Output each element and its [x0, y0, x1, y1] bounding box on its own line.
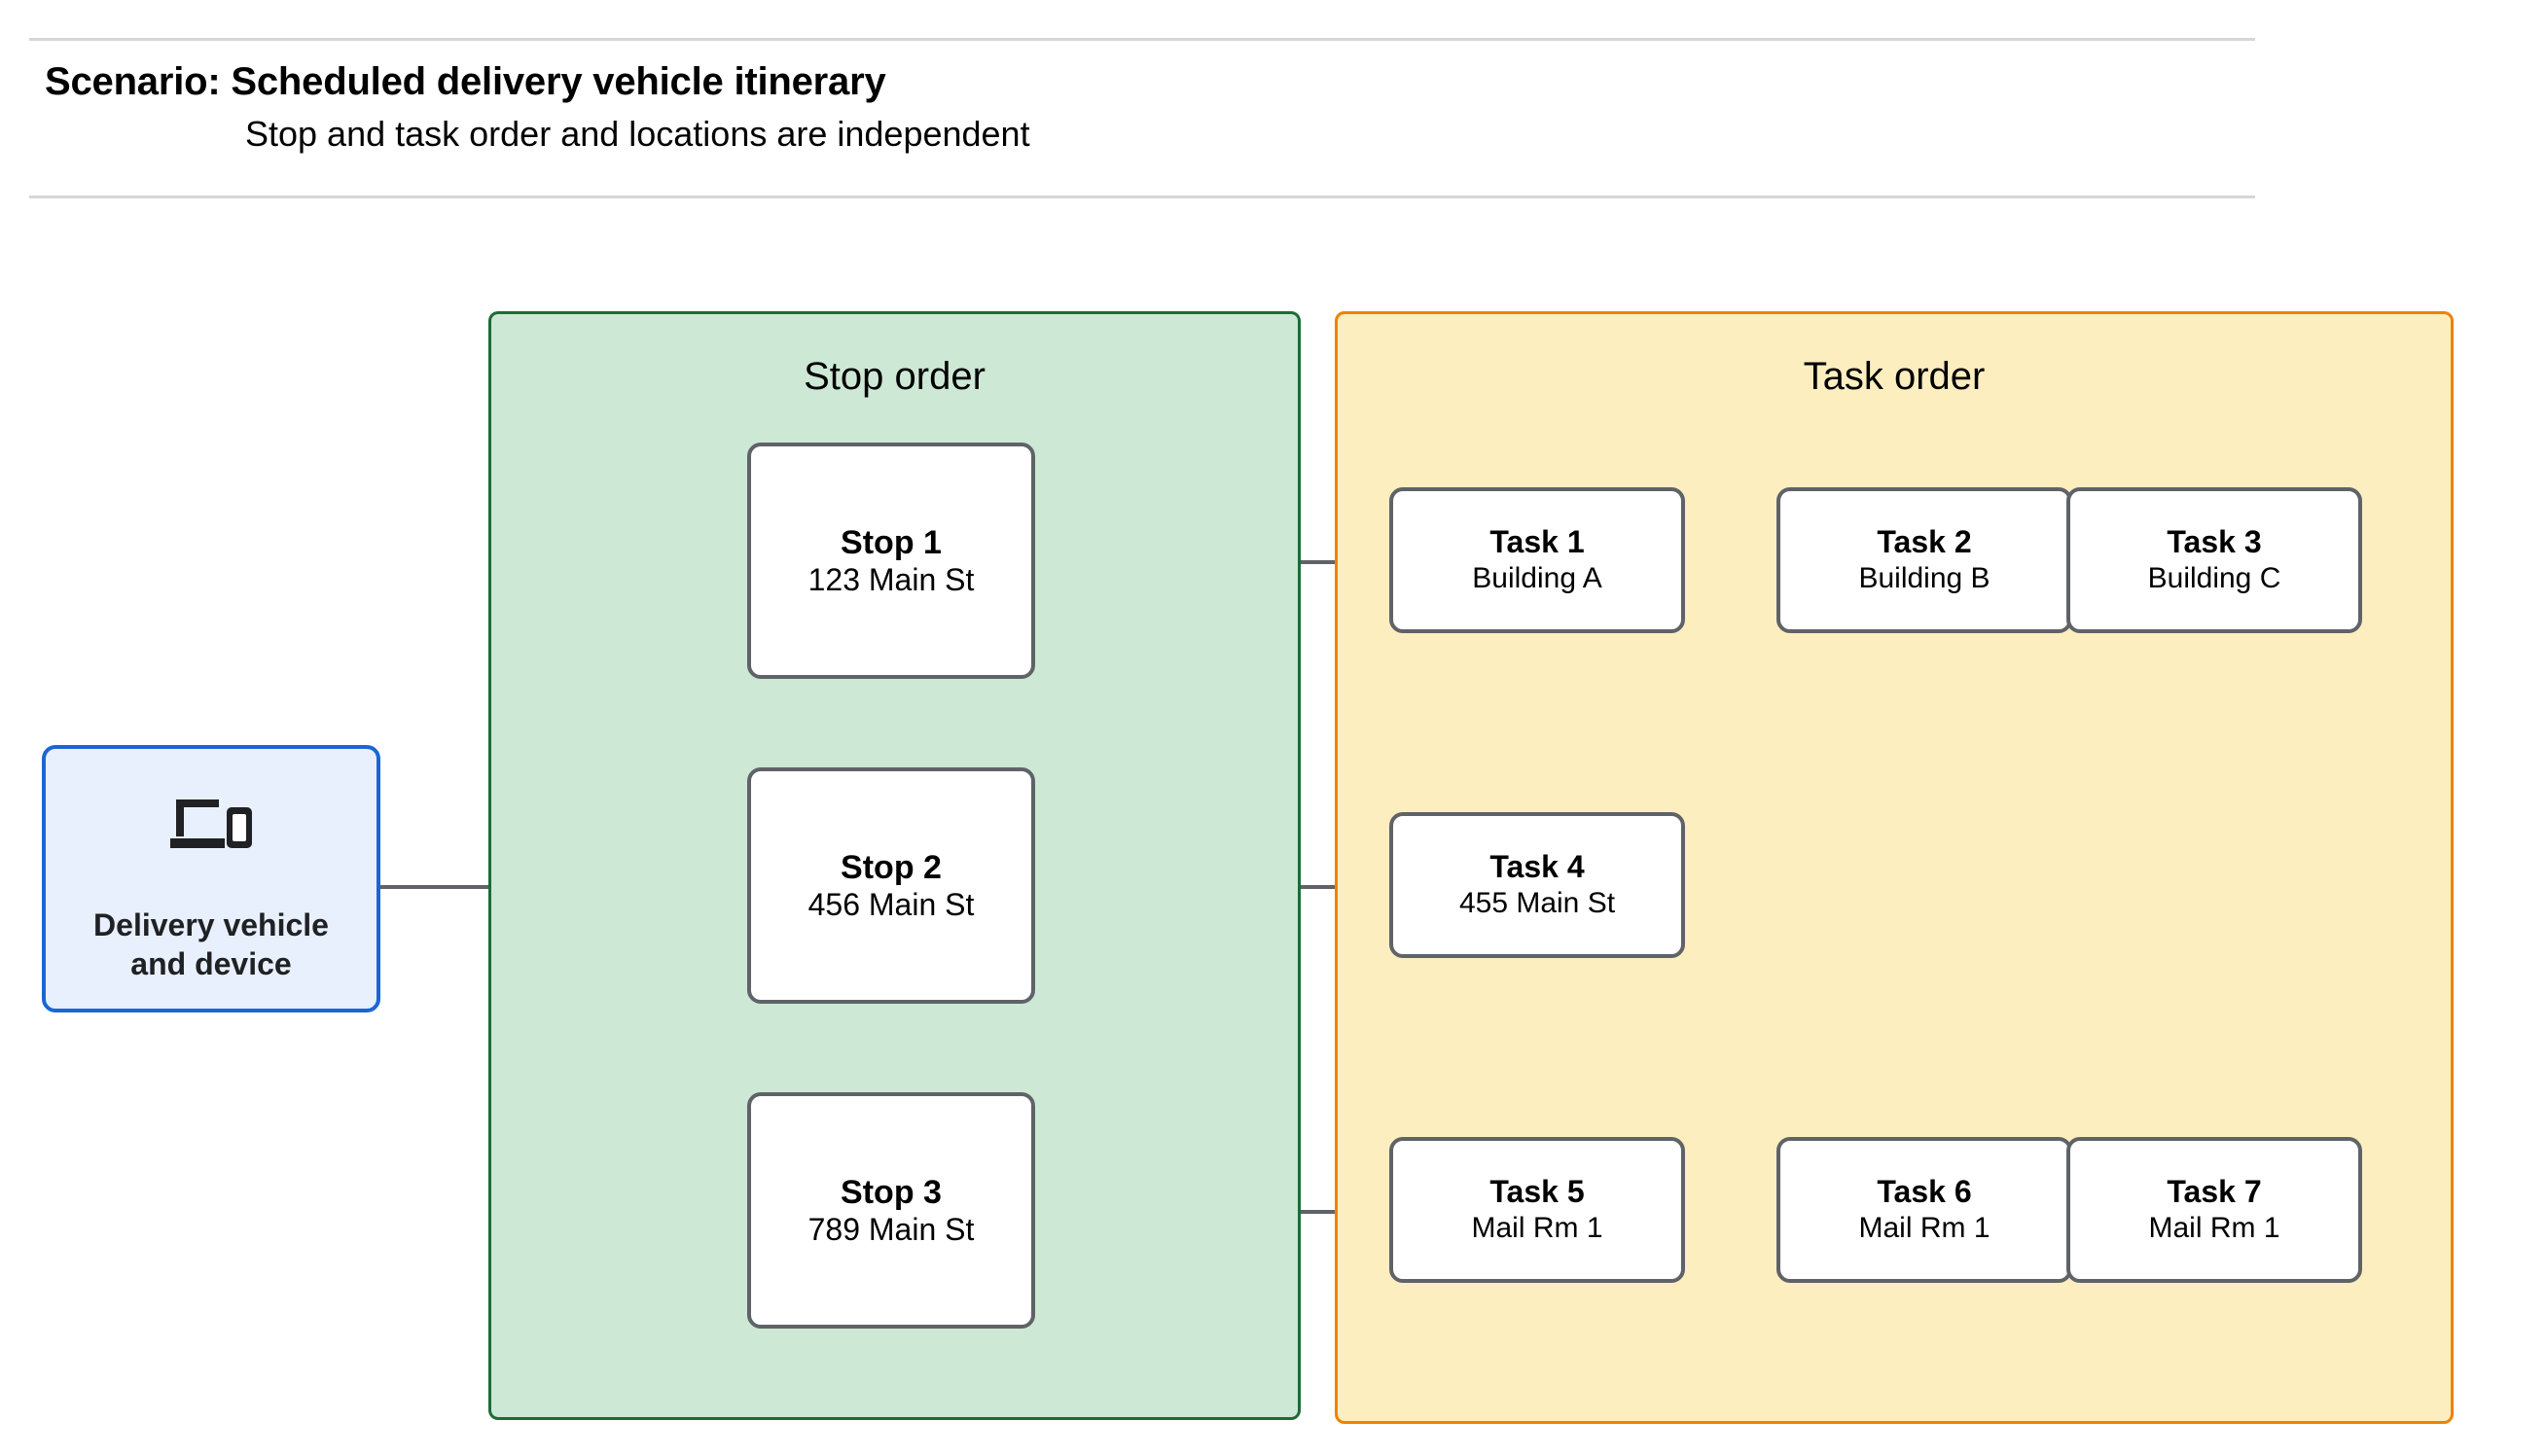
stop-card-location: 123 Main St — [807, 561, 975, 597]
task-card-title: Task 7 — [2167, 1174, 2262, 1210]
connector-vehicle-trunk — [380, 885, 554, 889]
stop-card-title: Stop 1 — [841, 523, 942, 561]
stop-card-1[interactable]: Stop 1 123 Main St — [747, 443, 1035, 679]
task-card-location: Mail Rm 1 — [1471, 1212, 1603, 1245]
task-card-location: 455 Main St — [1458, 887, 1616, 920]
task-card-4[interactable]: Task 4 455 Main St — [1389, 812, 1685, 958]
stop-order-panel-title: Stop order — [804, 355, 986, 398]
task-card-5[interactable]: Task 5 Mail Rm 1 — [1389, 1137, 1685, 1283]
devices-icon — [170, 799, 252, 848]
task-card-7[interactable]: Task 7 Mail Rm 1 — [2066, 1137, 2362, 1283]
task-card-2[interactable]: Task 2 Building B — [1776, 487, 2072, 633]
task-card-3[interactable]: Task 3 Building C — [2066, 487, 2362, 633]
task-card-title: Task 4 — [1489, 849, 1585, 885]
stop-card-3[interactable]: Stop 3 789 Main St — [747, 1092, 1035, 1329]
stop-card-2[interactable]: Stop 2 456 Main St — [747, 767, 1035, 1004]
task-card-location: Building A — [1472, 562, 1602, 595]
task-card-title: Task 2 — [1877, 524, 1972, 560]
task-card-location: Building B — [1858, 562, 1990, 595]
task-card-location: Mail Rm 1 — [1858, 1212, 1990, 1245]
page-title: Scenario: Scheduled delivery vehicle iti… — [45, 60, 886, 103]
task-card-title: Task 3 — [2167, 524, 2262, 560]
task-order-panel-title: Task order — [1803, 355, 1986, 398]
task-card-title: Task 6 — [1877, 1174, 1972, 1210]
task-card-title: Task 5 — [1489, 1174, 1585, 1210]
header-divider-top — [29, 38, 2255, 41]
stop-card-location: 789 Main St — [807, 1211, 975, 1247]
task-card-location: Mail Rm 1 — [2148, 1212, 2280, 1245]
task-card-title: Task 1 — [1489, 524, 1585, 560]
task-card-6[interactable]: Task 6 Mail Rm 1 — [1776, 1137, 2072, 1283]
delivery-vehicle-node[interactable]: Delivery vehicle and device — [42, 745, 380, 1012]
header-divider-bottom — [29, 195, 2255, 198]
stop-card-title: Stop 2 — [841, 848, 942, 886]
stop-card-location: 456 Main St — [807, 886, 975, 922]
delivery-vehicle-label: Delivery vehicle and device — [93, 907, 329, 981]
page-subtitle: Stop and task order and locations are in… — [245, 114, 1030, 154]
task-card-1[interactable]: Task 1 Building A — [1389, 487, 1685, 633]
stop-card-title: Stop 3 — [841, 1173, 942, 1211]
task-card-location: Building C — [2147, 562, 2281, 595]
